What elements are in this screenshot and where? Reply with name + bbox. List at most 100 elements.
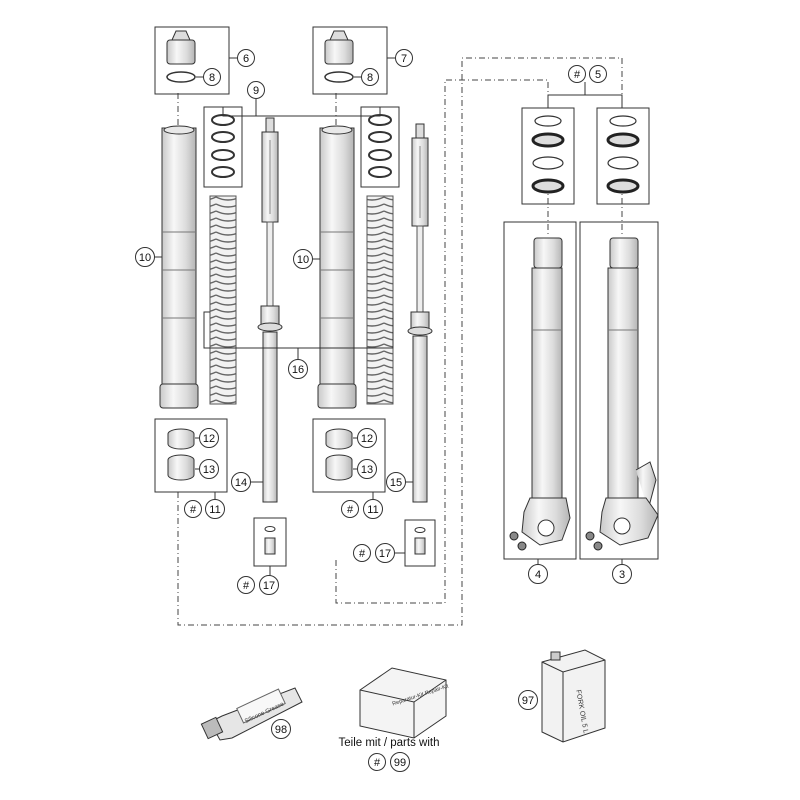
svg-text:3: 3 (619, 569, 625, 581)
callout-13-left[interactable]: 13 (199, 459, 219, 479)
damper-cartridge-right (407, 123, 433, 503)
callout-12-right[interactable]: 12 (357, 428, 377, 448)
callout-10-right[interactable]: 10 (293, 249, 313, 269)
callout-99-hash[interactable]: # (368, 753, 386, 771)
screw-cap-box-left (154, 26, 230, 95)
svg-text:14: 14 (235, 477, 247, 489)
callout-16[interactable]: 16 (288, 359, 308, 379)
bleed-screw-left-group (253, 517, 287, 567)
callout-17-right[interactable]: 17 (375, 543, 395, 563)
callout-8-right[interactable]: 8 (361, 68, 379, 86)
svg-text:11: 11 (209, 504, 220, 516)
fork-tube-right-group (317, 125, 357, 409)
outer-tube-left-bottom (159, 383, 199, 409)
callout-11-right-hash[interactable]: # (341, 500, 359, 518)
svg-text:4: 4 (535, 569, 541, 581)
svg-text:15: 15 (390, 477, 402, 489)
seal-kit-bracket (547, 94, 623, 108)
svg-text:12: 12 (203, 433, 215, 445)
seal-rings-left-top (203, 106, 243, 188)
bleed-screw-right-group (404, 519, 436, 567)
svg-text:#: # (243, 580, 250, 592)
svg-text:10: 10 (297, 254, 309, 266)
inner-tube-assembly-4 (503, 221, 577, 560)
svg-text:8: 8 (367, 72, 373, 84)
svg-text:#: # (347, 504, 354, 516)
callout-3[interactable]: 3 (612, 564, 632, 584)
callout-13-right[interactable]: 13 (357, 459, 377, 479)
callout-4[interactable]: 4 (528, 564, 548, 584)
svg-text:99: 99 (394, 757, 406, 769)
seal-kit-right (596, 107, 650, 205)
bushing-box-left (154, 418, 228, 493)
bushing-box-right (312, 418, 386, 493)
repair-kit-box: Reparatur-Kit Repair-Kit (359, 667, 450, 739)
svg-text:#: # (190, 504, 197, 516)
fork-spring-left (209, 195, 237, 405)
svg-text:17: 17 (379, 548, 391, 560)
cartridge-right-tube (412, 335, 428, 503)
screw-cap-right (324, 39, 354, 65)
svg-text:16: 16 (292, 364, 304, 376)
seal-box-left (203, 106, 243, 188)
inner-tube-3 (607, 267, 639, 499)
svg-text:7: 7 (401, 53, 407, 65)
screw-cap-left-top (171, 30, 191, 41)
svg-text:17: 17 (263, 580, 275, 592)
bushings-left-group (154, 418, 228, 493)
inner-tube-4 (531, 267, 563, 499)
inner-tube-box-4 (503, 221, 577, 560)
seal-box-right (360, 106, 400, 188)
callout-99[interactable]: 99 (390, 752, 410, 772)
callout-11-left[interactable]: 11 (205, 499, 225, 519)
kit-caption: Teile mit / parts with (339, 737, 440, 749)
damper-cartridge-left (257, 117, 283, 503)
callout-10-left[interactable]: 10 (135, 247, 155, 267)
callout-98[interactable]: 98 (271, 719, 291, 739)
svg-text:6: 6 (243, 53, 249, 65)
outer-tube-left (161, 127, 197, 399)
svg-text:97: 97 (522, 695, 534, 707)
svg-text:11: 11 (367, 504, 378, 516)
svg-text:9: 9 (253, 85, 259, 97)
bushings-right-group (312, 418, 386, 493)
svg-text:10: 10 (139, 252, 151, 264)
o-ring-right (324, 71, 354, 83)
callout-8-left[interactable]: 8 (203, 68, 221, 86)
callout-12-left[interactable]: 12 (199, 428, 219, 448)
outer-tube-left-top (163, 125, 195, 135)
callout-17-left-hash[interactable]: # (237, 576, 255, 594)
fork-spring-right (366, 195, 394, 405)
screw-cap-box-right (312, 26, 388, 95)
seal-kit-box-right (596, 107, 650, 205)
fork-oil-can: FORK OIL 5 L (541, 649, 606, 743)
svg-text:98: 98 (275, 724, 287, 736)
outer-tube-right (319, 127, 355, 399)
callout-6[interactable]: 6 (237, 49, 255, 67)
callout-14[interactable]: 14 (231, 472, 251, 492)
svg-text:8: 8 (209, 72, 215, 84)
screw-cap-left (166, 39, 196, 65)
callouts: 6 7 8 8 9 # 5 10 10 16 12 13 12 13 14 15… (135, 49, 632, 772)
callout-11-right[interactable]: 11 (363, 499, 383, 519)
inner-tube-assembly-3 (579, 221, 659, 560)
svg-text:#: # (574, 69, 581, 81)
svg-text:13: 13 (203, 464, 215, 476)
callout-5-hash[interactable]: # (568, 65, 586, 83)
o-ring-left (166, 71, 196, 83)
seal-rings-right-top (360, 106, 400, 188)
callout-97[interactable]: 97 (518, 690, 538, 710)
callout-17-left[interactable]: 17 (259, 575, 279, 595)
callout-9[interactable]: 9 (247, 81, 265, 99)
bleed-box-right (404, 519, 436, 567)
callout-11-left-hash[interactable]: # (184, 500, 202, 518)
callout-7[interactable]: 7 (395, 49, 413, 67)
svg-text:#: # (359, 548, 366, 560)
callout-15[interactable]: 15 (386, 472, 406, 492)
callout-17-right-hash[interactable]: # (353, 544, 371, 562)
inner-tube-box-3 (579, 221, 659, 560)
screw-cap-left-group (154, 26, 230, 95)
callout-5[interactable]: 5 (589, 65, 607, 83)
grease-tube: Silicone Grease (200, 687, 303, 741)
